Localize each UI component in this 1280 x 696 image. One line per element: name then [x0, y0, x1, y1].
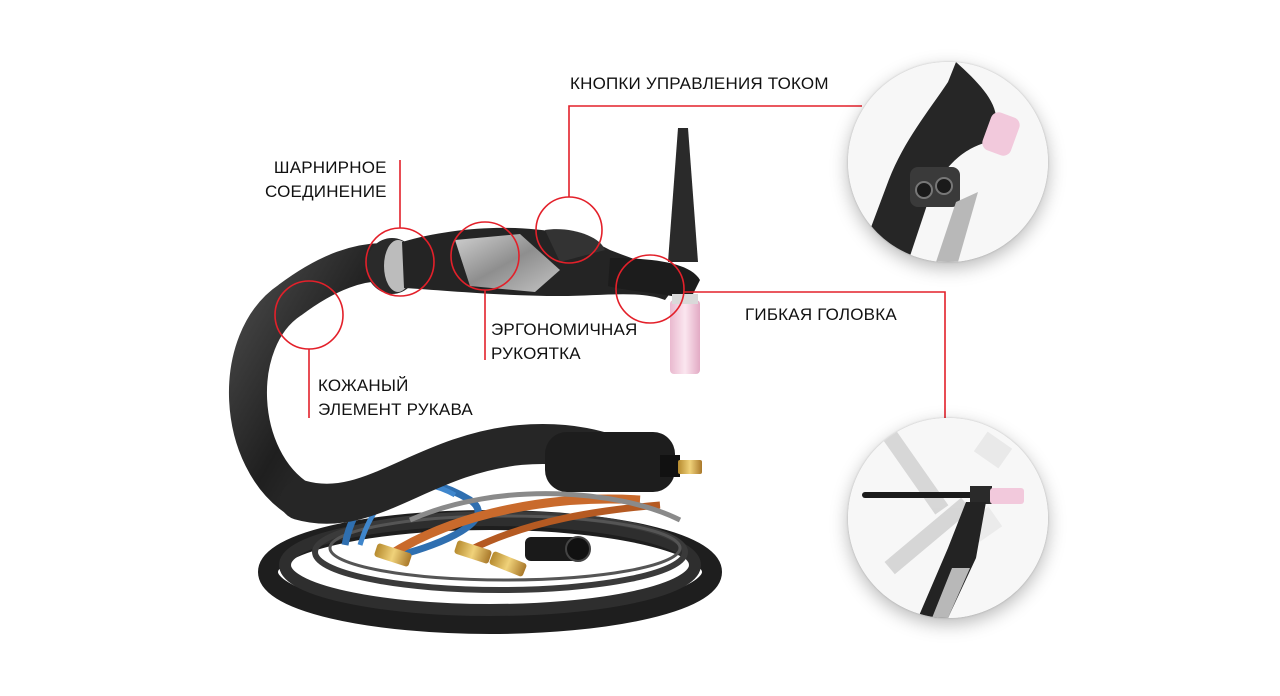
handle-label-line2: РУКОЯТКА — [491, 344, 581, 363]
handle-label-line1: ЭРГОНОМИЧНАЯ — [491, 320, 638, 339]
buttons-leader-line — [568, 105, 862, 197]
leather-label-line2: ЭЛЕМЕНТ РУКАВА — [318, 400, 473, 419]
buttons-callout-circle — [535, 196, 603, 264]
leather-callout-circle — [274, 280, 344, 350]
handle-callout-circle — [450, 221, 520, 291]
joint-label-line1: ШАРНИРНОЕ — [273, 158, 387, 177]
leather-label-line1: КОЖАНЫЙ — [318, 376, 409, 395]
joint-label-line2: СОЕДИНЕНИЕ — [265, 182, 387, 201]
joint-callout-circle — [365, 227, 435, 297]
head-label: ГИБКАЯ ГОЛОВКА — [745, 303, 897, 327]
buttons-label-text: КНОПКИ УПРАВЛЕНИЯ ТОКОМ — [570, 74, 829, 93]
handle-label: ЭРГОНОМИЧНАЯ РУКОЯТКА — [491, 318, 638, 366]
head-leader-line — [684, 291, 946, 418]
buttons-label: КНОПКИ УПРАВЛЕНИЯ ТОКОМ — [570, 72, 829, 96]
head-callout-circle — [615, 254, 685, 324]
head-label-text: ГИБКАЯ ГОЛОВКА — [745, 305, 897, 324]
buttons-detail-photo — [848, 62, 1048, 262]
hose-coil — [258, 510, 722, 634]
leather-label: КОЖАНЫЙ ЭЛЕМЕНТ РУКАВА — [318, 374, 473, 422]
joint-label: ШАРНИРНОЕ СОЕДИНЕНИЕ — [265, 156, 387, 204]
head-detail-photo — [848, 418, 1048, 618]
